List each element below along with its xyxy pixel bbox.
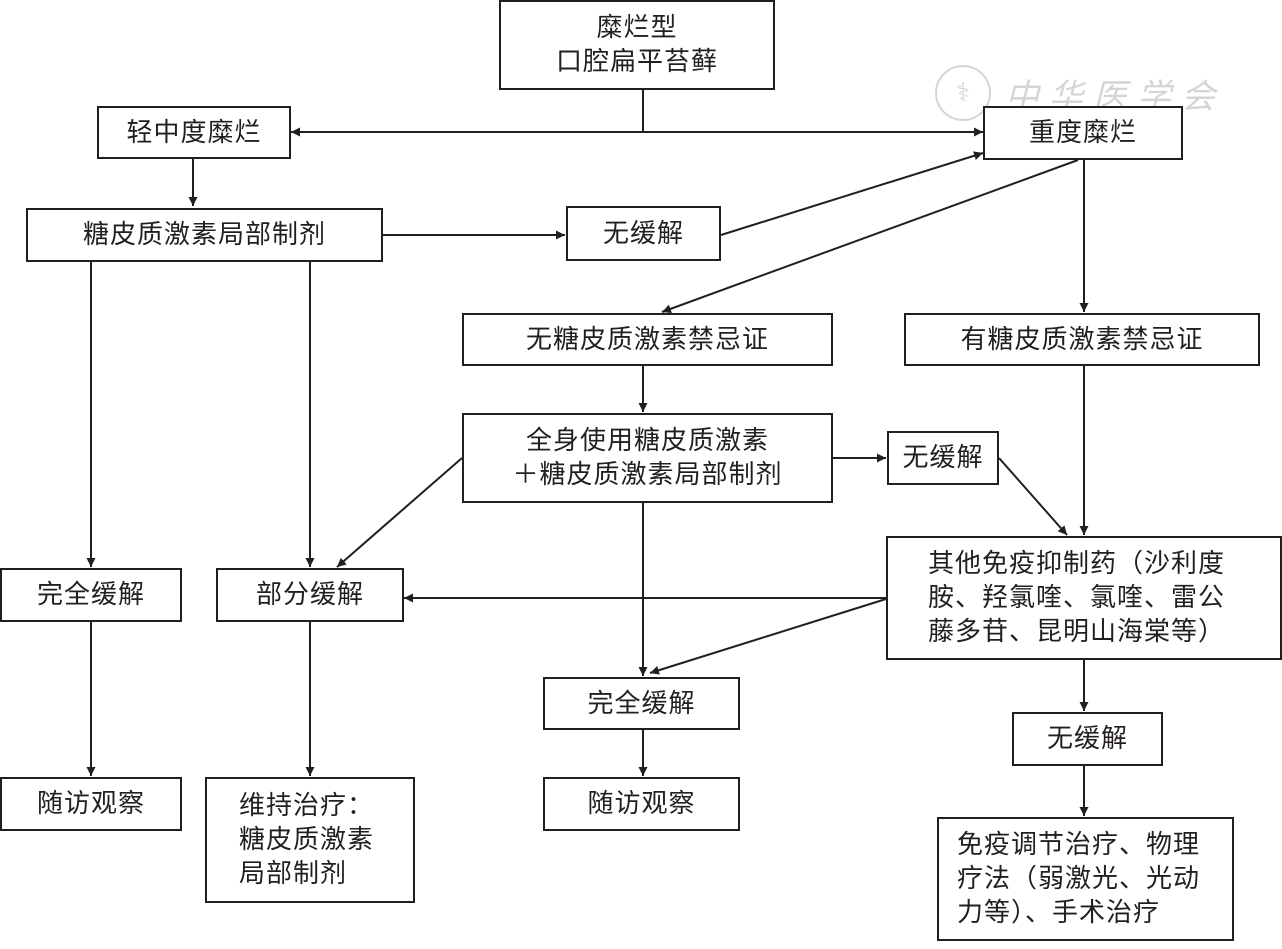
node-partial-relief-label: 部分缓解 (255, 580, 364, 610)
edge-norelief1-severe (720, 151, 984, 236)
node-partial-relief: 部分缓解 (216, 568, 404, 622)
node-other-immunosuppressants: 其他免疫抑制药（沙利度 胺、羟氯喹、氯喹、雷公 藤多苷、昆明山海棠等） (886, 536, 1282, 660)
node-no-relief-3: 无缓解 (1012, 712, 1163, 766)
node-no-relief-2-label: 无缓解 (902, 443, 984, 473)
node-complete-relief-1-label: 完全缓解 (36, 580, 145, 610)
node-severe: 重度糜烂 (983, 106, 1183, 160)
node-followup-2-label: 随访观察 (587, 789, 696, 819)
edge-other-complete2 (649, 598, 887, 675)
node-mild: 轻中度糜烂 (97, 106, 291, 159)
edge-norelief2-other (998, 457, 1068, 536)
node-no-relief-3-label: 无缓解 (1046, 724, 1128, 754)
node-final-treatment: 免疫调节治疗、物理 疗法（弱激光、光动 力等）、手术治疗 (937, 817, 1234, 941)
node-topical: 糖皮质激素局部制剂 (26, 208, 383, 262)
medical-association-seal-icon: ⚕ (935, 65, 991, 121)
node-no-relief-2: 无缓解 (887, 431, 999, 485)
node-root-label: 糜烂型 口腔扁平苔藓 (555, 13, 718, 77)
edge-severe-nocontra (661, 159, 1079, 314)
node-has-contraindication: 有糖皮质激素禁忌证 (904, 313, 1260, 366)
node-has-contraindication-label: 有糖皮质激素禁忌证 (960, 324, 1204, 355)
node-systemic-label: 全身使用糖皮质激素 ＋糖皮质激素局部制剂 (512, 426, 783, 490)
node-followup-1: 随访观察 (0, 777, 182, 831)
node-followup-1-label: 随访观察 (36, 789, 145, 819)
node-followup-2: 随访观察 (543, 777, 740, 831)
edge-systemic-partial (336, 457, 463, 568)
node-complete-relief-2-label: 完全缓解 (587, 688, 696, 719)
node-no-relief-1-label: 无缓解 (602, 218, 684, 249)
node-final-treatment-label: 免疫调节治疗、物理 疗法（弱激光、光动 力等）、手术治疗 (957, 830, 1201, 928)
node-no-relief-1: 无缓解 (566, 206, 721, 261)
node-other-immunosuppressants-label: 其他免疫抑制药（沙利度 胺、羟氯喹、氯喹、雷公 藤多苷、昆明山海棠等） (928, 549, 1226, 647)
node-topical-label: 糖皮质激素局部制剂 (82, 220, 326, 250)
node-mild-label: 轻中度糜烂 (126, 117, 262, 148)
node-maintenance: 维持治疗： 糖皮质激素 局部制剂 (205, 777, 415, 903)
node-complete-relief-1: 完全缓解 (0, 568, 182, 622)
node-no-contraindication: 无糖皮质激素禁忌证 (462, 313, 833, 366)
node-root: 糜烂型 口腔扁平苔藓 (499, 0, 775, 90)
node-severe-label: 重度糜烂 (1028, 118, 1137, 148)
node-maintenance-label: 维持治疗： 糖皮质激素 局部制剂 (239, 791, 375, 889)
node-systemic: 全身使用糖皮质激素 ＋糖皮质激素局部制剂 (462, 413, 833, 503)
node-complete-relief-2: 完全缓解 (543, 677, 740, 730)
node-no-contraindication-label: 无糖皮质激素禁忌证 (525, 324, 769, 355)
